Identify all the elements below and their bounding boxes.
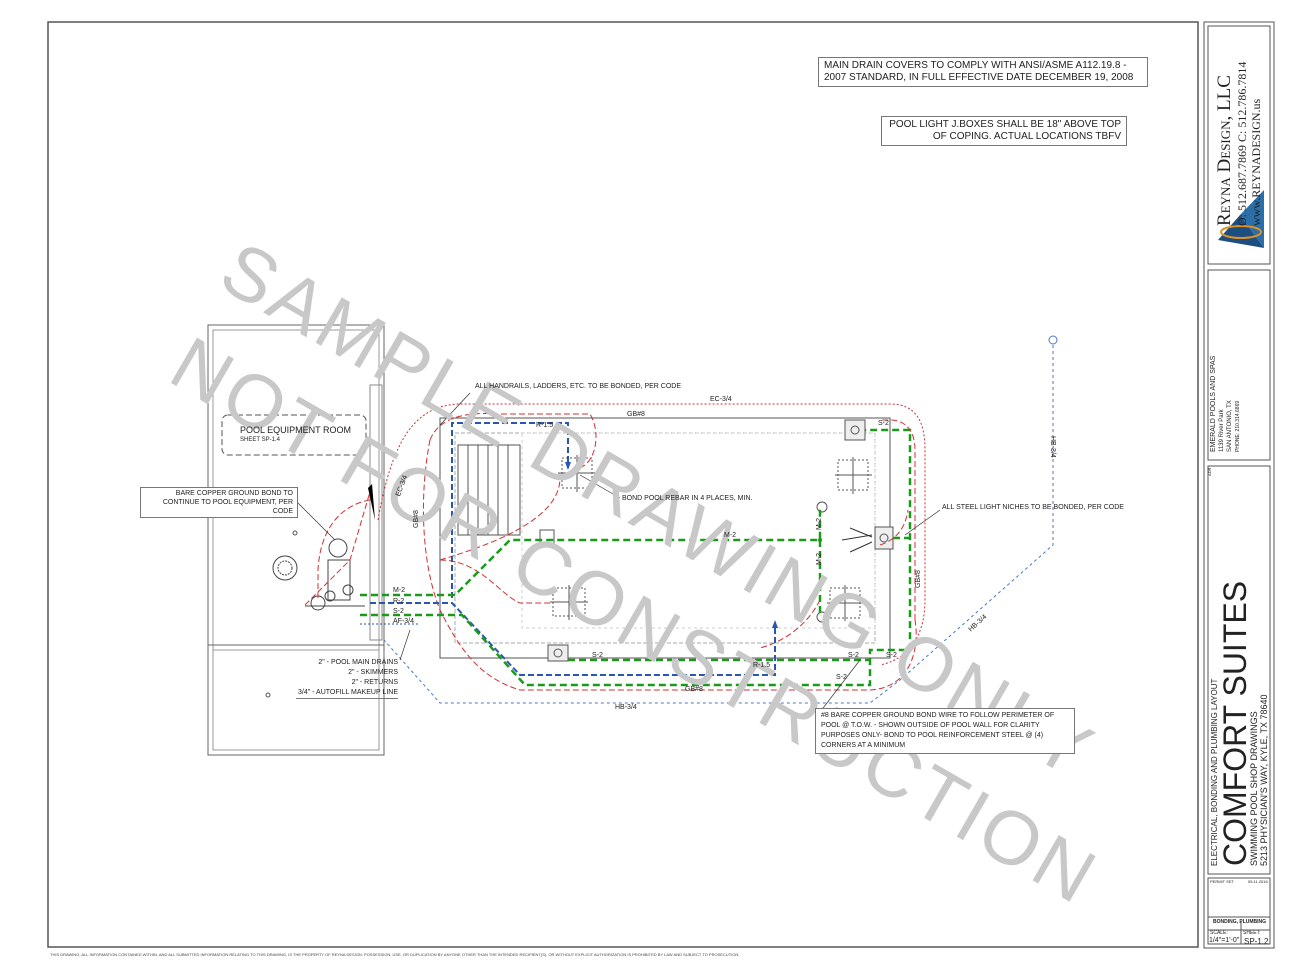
equipment-marker <box>292 530 298 536</box>
client-city: SAN ANTONIO, TX <box>1227 400 1233 452</box>
pipe-label: HB-3/4 <box>615 704 637 711</box>
title-block-frames <box>1203 21 1275 949</box>
scale-label: SCALE: <box>1210 930 1228 936</box>
light-niches-note: ALL STEEL LIGHT NICHES TO BE BONDED, PER… <box>942 504 1124 511</box>
pipe-label: M-2 <box>724 532 737 539</box>
pipe-label: M-2 <box>816 552 823 565</box>
equipment-building <box>207 324 385 756</box>
pipe-label: GB#8 <box>413 510 420 528</box>
handrails-note: ALL HANDRAILS, LADDERS, ETC. TO BE BONDE… <box>475 383 682 390</box>
pipe-label: M-2 <box>393 587 406 594</box>
drain-skimmer-lines <box>360 428 912 687</box>
pipe-label: R-2 <box>393 598 405 605</box>
pipe-label: GB#8 <box>915 570 922 588</box>
return-fitting <box>816 501 828 513</box>
revision-tag: ADR <box>1207 467 1212 476</box>
pool-steps <box>457 444 521 536</box>
property-disclaimer: THIS DRAWING, ALL INFORMATION CONTAINED … <box>50 952 740 957</box>
equipment-marker <box>265 692 271 698</box>
pipe-label: R-1.5 <box>753 662 771 669</box>
scale-value: 1/4"=1'-0" <box>1209 937 1240 944</box>
pipe-label: GB#8 <box>627 411 645 418</box>
pipe-legend-item: 3/4" - AUTOFILL MAKEUP LINE <box>297 689 398 696</box>
pipe-label: S-2 <box>836 674 847 681</box>
return-fitting <box>816 611 828 623</box>
issue-date: 05.11.2016 <box>1248 879 1268 884</box>
leader-lines <box>294 392 941 713</box>
project-address: 5213 PHYSICIAN'S WAY, KYLE, TX 78640 <box>1259 694 1269 866</box>
pipe-legend: 2" - POOL MAIN DRAINS 2" - SKIMMERS 2" -… <box>296 658 398 699</box>
sheet-label: SHEET: <box>1243 930 1261 936</box>
pipe-label: S-2 <box>393 608 404 615</box>
drain-covers-note: MAIN DRAIN COVERS TO COMPLY WITH ANSI/AS… <box>818 57 1148 87</box>
return-arrow <box>772 620 778 628</box>
bond-lines <box>304 403 926 691</box>
permit-set: PERMIT SET <box>1210 879 1234 884</box>
equipment-room-sheet: SHEET SP-1.4 <box>240 437 280 443</box>
light-jbox-note: POOL LIGHT J.BOXES SHALL BE 18" ABOVE TO… <box>881 116 1127 146</box>
sheet-number: SP-1.2 <box>1244 937 1269 946</box>
project-name: COMFORT SUITES <box>1217 580 1253 866</box>
pool-equipment <box>272 538 365 611</box>
hose-bib-lines <box>383 345 1054 704</box>
client-street: 1139 River Park <box>1219 409 1225 452</box>
pipe-label: S-2 <box>848 652 859 659</box>
pipe-label: S-2 <box>592 652 603 659</box>
equipment-room-tag <box>221 414 367 456</box>
light-niche <box>539 529 555 545</box>
return-lines <box>370 422 776 676</box>
pipe-label: R-1.5 <box>536 422 554 429</box>
pipe-label: EC-3/4 <box>710 396 732 403</box>
copper-bond-note: BARE COPPER GROUND BOND TO CONTINUE TO P… <box>140 487 298 518</box>
hose-bib <box>1048 335 1058 345</box>
pipe-legend-item: 2" - POOL MAIN DRAINS <box>318 659 398 666</box>
pipe-label: S-2 <box>886 652 897 659</box>
client-name: EMERALD POOLS AND SPAS <box>1210 355 1217 452</box>
perimeter-bond-note: #8 BARE COPPER GROUND BOND WIRE TO FOLLO… <box>815 708 1075 754</box>
rebar-bond-points <box>550 455 872 621</box>
skimmers <box>547 419 894 662</box>
light-rays <box>841 527 873 553</box>
leader-arrow <box>368 484 375 520</box>
sheet-border <box>47 21 1199 948</box>
sheet-name: BONDING, PLUMBING <box>1213 919 1267 925</box>
pipe-label: M-2 <box>816 517 823 530</box>
firm-phones: O: 512.687.7869 C: 512.786.7814 <box>1235 61 1249 226</box>
equipment-room-label: POOL EQUIPMENT ROOM <box>240 425 352 435</box>
bond-rebar-note: BOND POOL REBAR IN 4 PLACES, MIN. <box>622 495 753 502</box>
project-subtitle: SWIMMING POOL SHOP DRAWINGS <box>1249 711 1259 866</box>
pipe-label: S-2 <box>878 420 889 427</box>
pipe-label: AF-3/4 <box>393 618 415 625</box>
pipe-label: HB-3/4 <box>1049 436 1056 458</box>
pipe-legend-item: 2" - SKIMMERS <box>348 669 398 676</box>
pipe-label: GB#8 <box>685 686 703 693</box>
pipe-legend-item: 2" - RETURNS <box>351 679 398 686</box>
return-arrow <box>565 462 571 470</box>
firm-name: Reyna Design, LLC <box>1214 75 1235 226</box>
firm-logo-mark <box>1218 190 1264 248</box>
client-phone: PHONE: 210.314.6869 <box>1235 400 1241 452</box>
firm-web: www.REYNADESIGN.us <box>1249 98 1263 226</box>
